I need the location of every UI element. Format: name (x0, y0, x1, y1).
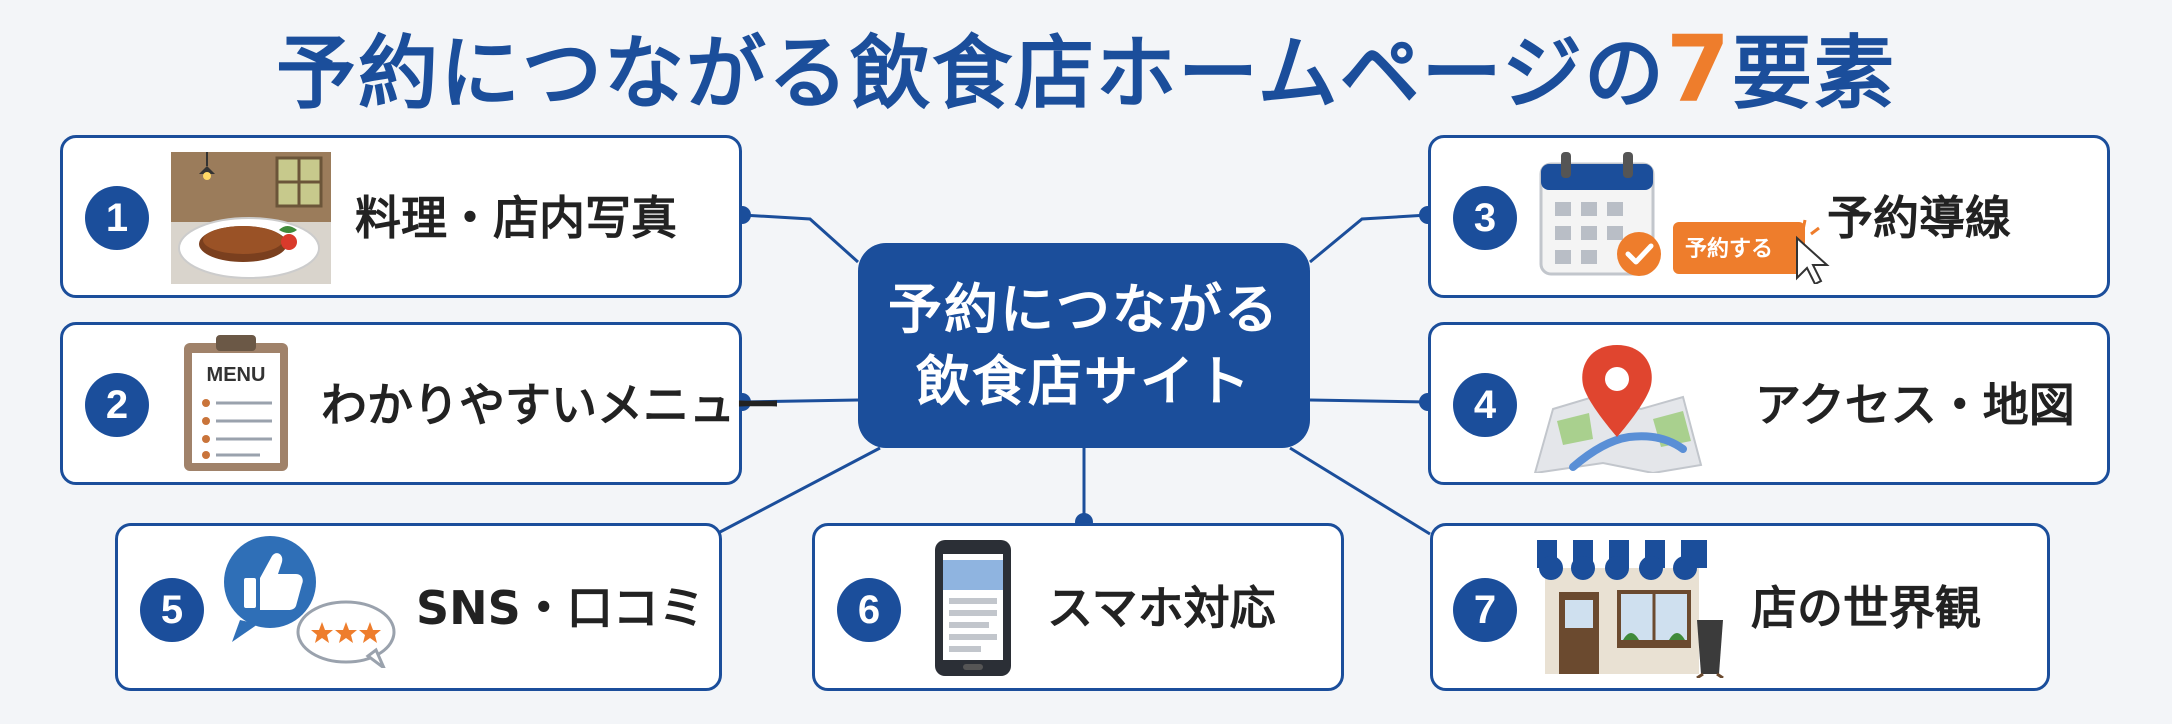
menu-text: MENU (207, 364, 266, 386)
smartphone-icon (933, 538, 1013, 678)
number-badge-2: 2 (85, 373, 149, 437)
map-pin-icon (1533, 341, 1703, 473)
food-photo-icon (171, 152, 331, 284)
thumbs-up-review-icon (218, 536, 398, 668)
element-card-1: 1 料理・店内写真 (60, 135, 742, 298)
element-card-5: 5 SNS・口コミ (115, 523, 722, 691)
connector-4 (1310, 400, 1428, 402)
number-badge-1: 1 (85, 186, 149, 250)
element-label-1: 料理・店内写真 (355, 188, 677, 248)
element-label-4: アクセス・地図 (1755, 375, 2075, 435)
menu-clipboard-icon: MENU (180, 335, 292, 475)
calendar-reserve-icon: 予約する (1539, 152, 1839, 284)
element-label-2: わかりやすいメニュー (321, 375, 781, 435)
element-card-2: 2 MENU わかりやすいメニュー (60, 322, 742, 485)
connector-5 (720, 448, 880, 532)
element-card-4: 4 アクセス・地図 (1428, 322, 2110, 485)
hub-line1: 予約につながる (888, 274, 1280, 346)
element-card-6: 6 スマホ対応 (812, 523, 1344, 691)
element-label-6: スマホ対応 (1047, 578, 1276, 638)
element-card-7: 7 店の世界観 (1430, 523, 2050, 691)
element-label-3: 予約導線 (1827, 188, 2011, 248)
connector-3 (1310, 215, 1428, 262)
element-card-3: 3 予約する 予約導線 (1428, 135, 2110, 298)
connector-7 (1290, 448, 1430, 534)
hub-line2: 飲食店サイト (916, 346, 1252, 418)
element-label-7: 店の世界観 (1751, 578, 1981, 638)
connector-1 (742, 215, 858, 262)
number-badge-5: 5 (140, 578, 204, 642)
number-badge-6: 6 (837, 578, 901, 642)
storefront-icon (1537, 538, 1727, 678)
element-label-5: SNS・口コミ (416, 578, 705, 638)
number-badge-3: 3 (1453, 186, 1517, 250)
number-badge-4: 4 (1453, 373, 1517, 437)
central-hub: 予約につながる 飲食店サイト (858, 243, 1310, 448)
number-badge-7: 7 (1453, 578, 1517, 642)
reserve-button-text: 予約する (1685, 236, 1773, 262)
